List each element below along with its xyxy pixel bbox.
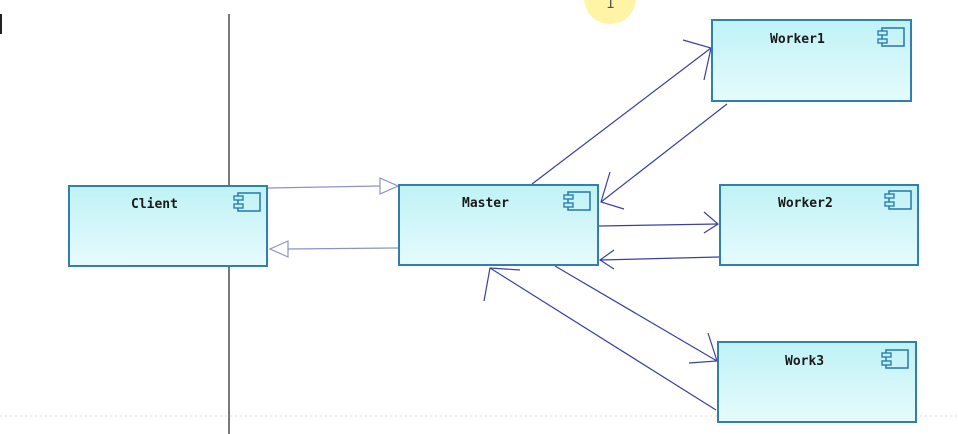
edge-marker [0, 14, 2, 34]
component-icon [233, 192, 261, 212]
open-arrowhead [600, 171, 625, 210]
component-worker1[interactable]: Worker1 [711, 19, 912, 102]
component-icon [881, 349, 909, 369]
component-label: Client [131, 197, 178, 212]
component-label: Worker1 [770, 32, 825, 47]
connector-master-to-client[interactable] [268, 240, 399, 258]
component-label: Worker2 [778, 196, 833, 211]
open-arrowhead [483, 267, 521, 302]
connector-client-to-master[interactable] [267, 177, 400, 195]
component-master[interactable]: Master [398, 184, 599, 266]
component-client[interactable]: Client [68, 185, 268, 267]
hollow-arrowhead [379, 177, 400, 195]
connector-master-to-worker2[interactable] [598, 211, 720, 234]
connector-worker2-to-master[interactable] [598, 249, 720, 270]
component-icon [884, 190, 912, 210]
component-icon [877, 27, 905, 47]
open-arrowhead [703, 211, 720, 234]
connector-master-to-work3[interactable] [554, 265, 718, 364]
component-icon [563, 191, 591, 211]
component-label: Master [462, 196, 509, 211]
open-arrowhead [682, 39, 712, 81]
component-label: Work3 [785, 354, 824, 369]
cursor-highlight [584, 0, 636, 24]
connector-master-to-worker1[interactable] [531, 39, 712, 185]
open-arrowhead [598, 249, 615, 270]
component-work3[interactable]: Work3 [717, 341, 917, 423]
component-worker2[interactable]: Worker2 [719, 184, 919, 266]
hollow-arrowhead [268, 240, 289, 258]
cursor-indicator-label: 1 [606, 0, 615, 12]
connector-work3-to-master[interactable] [483, 267, 717, 411]
connector-worker1-to-master[interactable] [600, 103, 728, 210]
cursor-indicator: 1 [584, 0, 636, 24]
